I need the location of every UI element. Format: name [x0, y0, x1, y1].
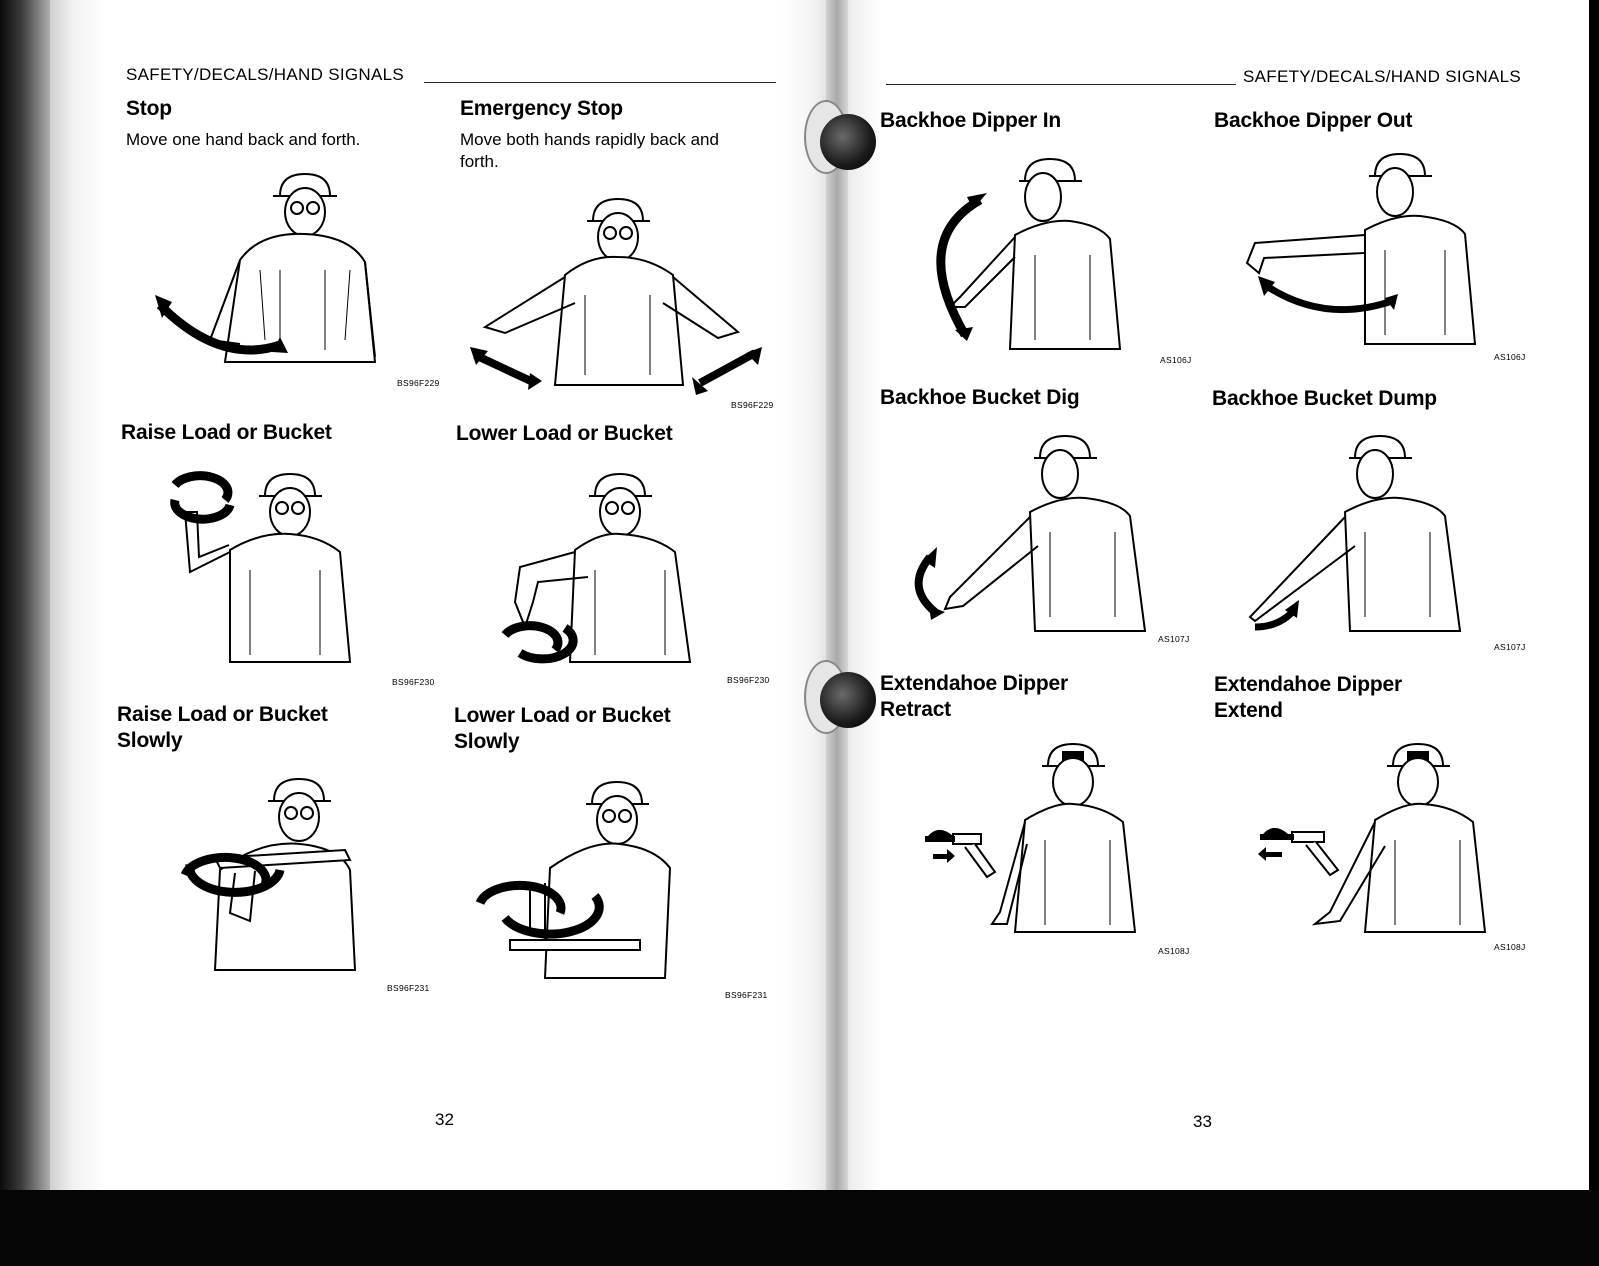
lower-load-slowly-illustration: [475, 780, 672, 979]
figure-code: AS108J: [1494, 942, 1526, 952]
page-32: [50, 0, 836, 1195]
figure-code: AS107J: [1494, 642, 1526, 652]
signal-title: Backhoe Dipper In: [880, 109, 1061, 132]
signal-title: Extendahoe Dipper Extend: [1214, 673, 1402, 722]
figure-code: AS107J: [1158, 634, 1190, 644]
signal-title: Lower Load or Bucket Slowly: [454, 704, 671, 753]
extendahoe-extend-illustration: [1258, 742, 1487, 933]
signal-title: Raise Load or Bucket Slowly: [117, 703, 328, 752]
figure-code: BS96F231: [725, 990, 768, 1000]
header-right: SAFETY/DECALS/HAND SIGNALS: [1243, 67, 1521, 86]
header-rule-right: [886, 84, 1236, 85]
signal-title: Backhoe Bucket Dig: [880, 386, 1080, 409]
signal-title: Extendahoe Dipper Retract: [880, 672, 1068, 721]
signal-title: Stop: [126, 97, 172, 120]
emergency-stop-illustration: [470, 197, 762, 395]
figure-code: BS96F230: [727, 675, 770, 685]
signal-title: Lower Load or Bucket: [456, 422, 673, 445]
signal-title: Emergency Stop: [460, 97, 623, 120]
header-left: SAFETY/DECALS/HAND SIGNALS: [126, 65, 404, 84]
figure-code: AS106J: [1494, 352, 1526, 362]
punch-hole: [820, 672, 876, 728]
figure-code: BS96F229: [731, 400, 774, 410]
bucket-dig-illustration: [914, 434, 1147, 632]
extendahoe-retract-illustration: [925, 742, 1137, 933]
bottom-shadow: [0, 1190, 1599, 1266]
dipper-in-illustration: [936, 157, 1122, 350]
signal-title: Backhoe Bucket Dump: [1212, 387, 1437, 410]
figure-code: AS108J: [1158, 946, 1190, 956]
dipper-out-illustration: [1245, 152, 1477, 345]
figure-code: BS96F229: [397, 378, 440, 388]
signal-title: Raise Load or Bucket: [121, 421, 332, 444]
stop-illustration: [155, 172, 377, 363]
book-gutter: [826, 0, 848, 1195]
page-number-left: 32: [435, 1110, 454, 1129]
header-rule-left: [424, 82, 776, 83]
punch-hole: [820, 114, 876, 170]
signal-description: Move one hand back and forth.: [126, 130, 361, 149]
signal-title: Backhoe Dipper Out: [1214, 109, 1413, 132]
raise-load-slowly-illustration: [180, 777, 357, 971]
raise-load-illustration: [170, 471, 352, 663]
bucket-dump-illustration: [1248, 434, 1462, 632]
page-number-right: 33: [1193, 1112, 1212, 1131]
signal-description: Move both hands rapidly back and forth.: [460, 130, 719, 171]
figure-code: BS96F230: [392, 677, 435, 687]
figure-code: AS106J: [1160, 355, 1192, 365]
lower-load-illustration: [501, 472, 692, 664]
figure-code: BS96F231: [387, 983, 430, 993]
page-33: [836, 0, 1589, 1195]
